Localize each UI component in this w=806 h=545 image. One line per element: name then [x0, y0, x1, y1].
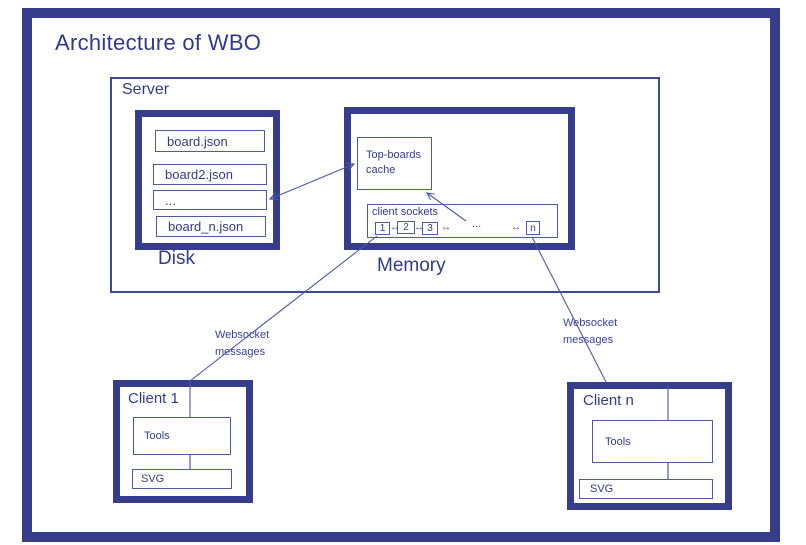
cache-label-line2: cache: [366, 164, 396, 176]
client-n-tools-box: Tools: [592, 420, 713, 463]
websocket-label-right: Websocket messages: [563, 315, 617, 349]
socket-link-icon: ↔: [414, 222, 424, 233]
disk-label: Disk: [158, 248, 195, 269]
client-1-svg-box: SVG: [132, 469, 232, 489]
client-n-svg-box: SVG: [579, 479, 713, 499]
client-n-label: Client n: [583, 392, 634, 409]
client-1-tools-box: Tools: [133, 417, 231, 455]
page-title: Architecture of WBO: [55, 30, 262, 55]
sockets-ellipsis: ...: [472, 218, 482, 230]
server-box: [110, 77, 660, 293]
client-1-label: Client 1: [128, 390, 179, 407]
disk-file-ellipsis: ...: [153, 190, 267, 210]
websocket-label-left: Websocket messages: [215, 327, 269, 361]
server-label: Server: [122, 81, 170, 98]
disk-file-board2-json: board2.json: [153, 164, 267, 185]
socket-n: n: [526, 221, 540, 235]
disk-file-board-json: board.json: [155, 130, 265, 152]
diagram-outer-frame: [22, 8, 780, 542]
memory-label: Memory: [377, 255, 446, 276]
top-boards-cache-box: Top-boards cache: [357, 137, 432, 190]
websocket-label-left-line2: messages: [215, 346, 266, 358]
websocket-label-left-line1: Websocket: [215, 329, 270, 341]
socket-2: 2: [397, 221, 415, 234]
socket-link-icon: ↔: [390, 222, 400, 233]
client-sockets-label: client sockets: [372, 206, 439, 218]
socket-link-icon: ↔: [441, 222, 451, 233]
socket-3: 3: [422, 222, 438, 235]
websocket-label-right-line1: Websocket: [563, 317, 618, 329]
disk-file-board-n-json: board_n.json: [156, 216, 266, 237]
cache-label-line1: Top-boards: [366, 149, 422, 161]
socket-link-icon: ↔: [511, 222, 521, 233]
socket-1: 1: [375, 222, 390, 235]
websocket-label-right-line2: messages: [563, 334, 614, 346]
